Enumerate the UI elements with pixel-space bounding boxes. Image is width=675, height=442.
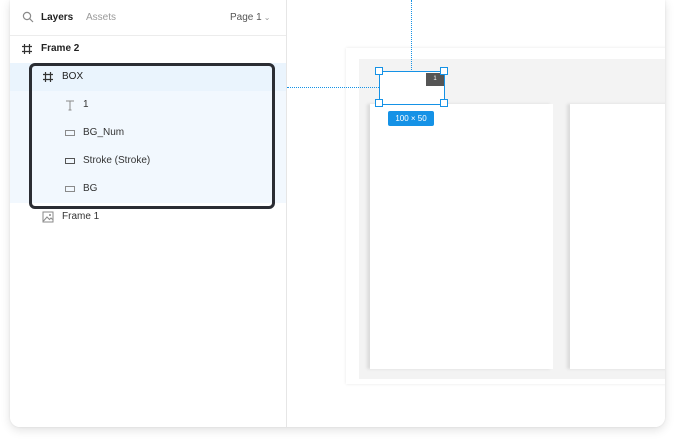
layer-row-bg-num[interactable]: BG_Num — [10, 119, 286, 147]
tab-layers[interactable]: Layers — [41, 12, 74, 23]
app-window: Layers Assets Page 1⌄ Frame 2 BOX 1 — [10, 0, 665, 427]
layer-label: Frame 2 — [41, 43, 80, 54]
resize-handle-bottom-left[interactable] — [375, 99, 383, 107]
chevron-down-icon: ⌄ — [263, 13, 271, 22]
measure-guide-vertical — [411, 0, 412, 70]
layer-row-stroke[interactable]: Stroke (Stroke) — [10, 147, 286, 175]
frame-column[interactable] — [570, 104, 665, 369]
rectangle-icon — [65, 186, 75, 192]
layer-label: Frame 1 — [62, 211, 100, 222]
layer-label: 1 — [83, 99, 89, 110]
resize-handle-top-left[interactable] — [375, 67, 383, 75]
layers-panel: Layers Assets Page 1⌄ Frame 2 BOX 1 — [10, 0, 287, 427]
design-canvas[interactable]: 1 100 × 50 — [287, 0, 665, 427]
frame-hash-icon — [22, 44, 32, 54]
page-select[interactable]: Page 1⌄ — [230, 12, 270, 23]
measure-guide-horizontal — [287, 87, 379, 88]
resize-handle-top-right[interactable] — [440, 67, 448, 75]
tab-assets[interactable]: Assets — [86, 12, 117, 23]
layer-label: BG_Num — [83, 127, 125, 138]
layer-row-text-1[interactable]: 1 — [10, 91, 286, 119]
rectangle-icon — [65, 130, 75, 136]
rectangle-icon — [65, 158, 75, 164]
text-icon — [66, 100, 74, 111]
panel-header: Layers Assets Page 1⌄ — [10, 0, 286, 36]
size-badge: 100 × 50 — [388, 111, 434, 126]
search-icon[interactable] — [22, 11, 34, 23]
layer-row-box[interactable]: BOX — [10, 63, 286, 91]
layer-label: Stroke (Stroke) — [83, 155, 151, 166]
frame-column[interactable] — [370, 104, 553, 369]
resize-handle-bottom-right[interactable] — [440, 99, 448, 107]
layer-row-frame-1[interactable]: Frame 1 — [10, 203, 286, 231]
frame-hash-icon — [43, 72, 53, 82]
image-icon — [42, 211, 54, 223]
layer-label: BG — [83, 183, 98, 194]
page-select-label: Page 1 — [230, 12, 262, 23]
layer-row-frame-2[interactable]: Frame 2 — [10, 35, 286, 63]
layer-row-bg[interactable]: BG — [10, 175, 286, 203]
selected-number-tag: 1 — [426, 73, 444, 86]
layer-label: BOX — [62, 71, 84, 82]
